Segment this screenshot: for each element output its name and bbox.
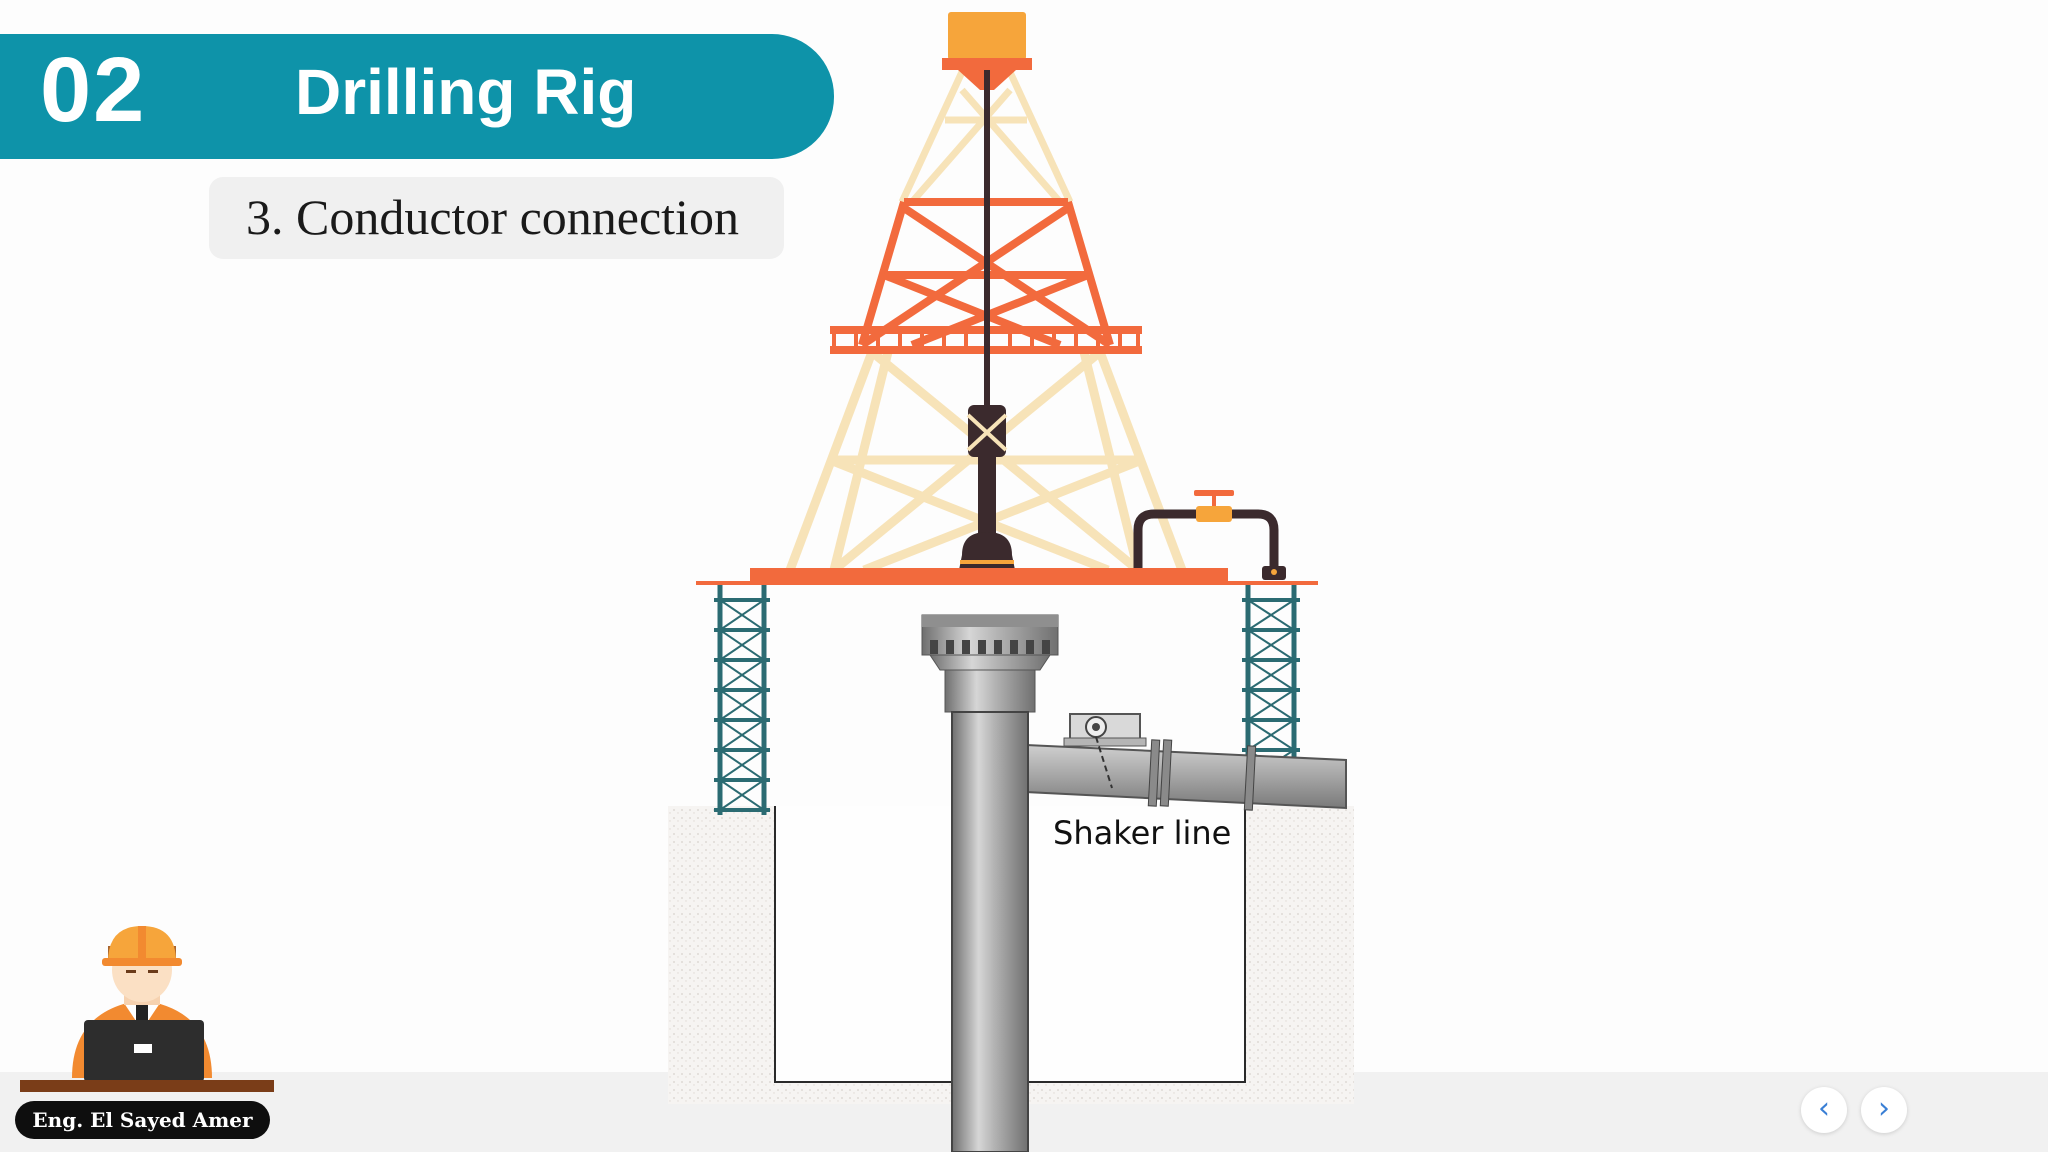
section-number: 02: [40, 39, 147, 141]
substructure-left: [714, 585, 770, 815]
author-badge: Eng. El Sayed Amer: [15, 1101, 270, 1139]
conductor-pipe: [921, 614, 1059, 1152]
shaker-line-label: Shaker line: [1053, 814, 1232, 852]
derrick-lower: [785, 348, 1187, 575]
subtitle-box: [209, 177, 784, 259]
shaker-line-pipe: [1025, 713, 1347, 811]
section-title: Drilling Rig: [295, 56, 637, 128]
chevron-right-icon: ›: [1878, 1091, 1890, 1126]
standpipe: [1133, 490, 1286, 580]
chevron-left-icon: ‹: [1818, 1091, 1830, 1126]
derrick-top: [898, 70, 1074, 205]
drill-string: [958, 70, 1016, 575]
engineer-avatar: [20, 926, 274, 1092]
title-bar: [0, 34, 834, 159]
prev-slide-button[interactable]: ‹: [1801, 1087, 1847, 1133]
rig-floor: [696, 568, 1318, 585]
next-slide-button[interactable]: ›: [1861, 1087, 1907, 1133]
subtitle: 3. Conductor connection: [246, 189, 739, 245]
